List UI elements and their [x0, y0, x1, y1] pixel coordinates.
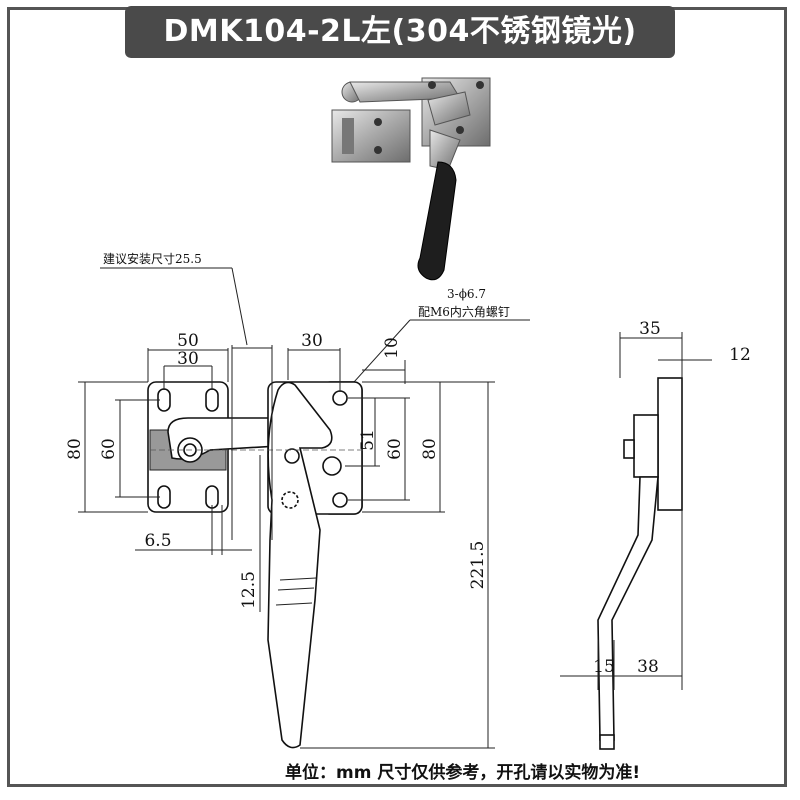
dim-12-5: 12.5 [239, 571, 259, 609]
handle-lever [267, 381, 333, 749]
product-title: DMK104-2L左(304不锈钢镜光) [125, 6, 675, 58]
dim-60-left: 60 [99, 438, 119, 460]
dim-50: 50 [177, 331, 199, 351]
side-view-bolt [623, 439, 635, 459]
install-size-note: 建议安装尺寸25.5 [103, 251, 202, 266]
hidden-pin [281, 491, 299, 509]
slot-hole [205, 388, 219, 412]
side-view-block [633, 414, 659, 478]
side-view-plate [657, 377, 683, 511]
dim-15: 15 [593, 657, 615, 677]
side-view-handle-end [599, 734, 615, 750]
dim-30-right: 30 [301, 331, 323, 351]
handle-pivot [284, 448, 300, 464]
screw-spec-note: 配M6内六角螺钉 [418, 305, 510, 319]
dim-60-right: 60 [385, 438, 405, 460]
screw-hole [332, 492, 348, 508]
dim-80-right: 80 [420, 438, 440, 460]
footer-disclaimer: 单位：mm 尺寸仅供参考，开孔请以实物为准! [285, 763, 641, 783]
dim-30-left: 30 [177, 349, 199, 369]
hole-spec-note: 3-ϕ6.7 [447, 287, 486, 301]
dim-10: 10 [382, 337, 402, 359]
dim-80-left: 80 [65, 438, 85, 460]
slot-hole [205, 485, 219, 509]
dim-6-5: 6.5 [144, 531, 171, 551]
product-photo [331, 77, 491, 281]
dim-221-5: 221.5 [468, 541, 488, 590]
screw-hole [332, 390, 348, 406]
dim-38: 38 [637, 657, 659, 677]
screw-hole [322, 456, 342, 476]
side-view-handle [597, 476, 659, 741]
dim-35: 35 [639, 319, 661, 339]
dim-51: 51 [358, 429, 378, 451]
dim-12: 12 [729, 345, 751, 365]
